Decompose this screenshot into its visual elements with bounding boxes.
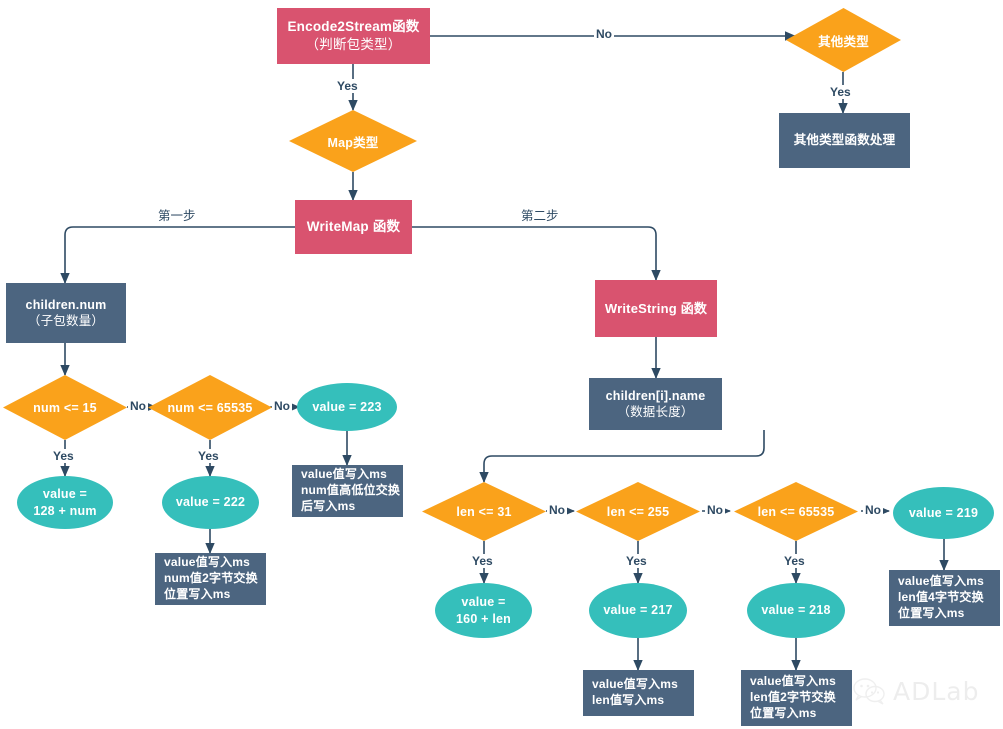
node-value-223-label: value = 223 xyxy=(312,399,382,414)
edge-label-step-one: 第一步 xyxy=(156,205,198,224)
node-num-le-15-label: num <= 15 xyxy=(33,400,97,415)
node-other-type-handler-label: 其他类型函数处理 xyxy=(793,133,896,148)
node-len-le-65535[interactable]: len <= 65535 xyxy=(734,482,858,541)
edge-label-no-len255: No xyxy=(705,503,725,517)
node-len-le-255[interactable]: len <= 255 xyxy=(576,482,700,541)
diamond-shape-icon xyxy=(289,110,417,172)
diamond-shape-icon xyxy=(3,375,127,440)
node-ms-len-2byte-line1: value值写入ms xyxy=(750,674,837,689)
edge-label-no-len65535: No xyxy=(863,503,883,517)
node-children-name[interactable]: children[i].name （数据长度） xyxy=(589,378,722,430)
node-encode2stream-line1: Encode2Stream函数 xyxy=(287,19,420,35)
node-writestring-label: WriteString 函数 xyxy=(604,300,708,316)
node-num-le-65535[interactable]: num <= 65535 xyxy=(148,375,272,440)
node-ms-num-hilo-line3: 后写入ms xyxy=(301,498,356,513)
node-value-218[interactable]: value = 218 xyxy=(747,583,845,638)
node-ms-num-hilo-line2: num值高低位交换 xyxy=(301,483,401,498)
node-writemap-label: WriteMap 函数 xyxy=(306,219,401,235)
node-children-num-line2: （子包数量） xyxy=(27,314,105,328)
edge-writemap-to-childrennum xyxy=(60,226,295,284)
node-ms-len-2byte-line3: 位置写入ms xyxy=(750,705,817,720)
node-ms-len-write[interactable]: value值写入ms len值写入ms xyxy=(583,670,694,716)
node-value-128-num-line2: 128 + num xyxy=(33,503,97,518)
edge-label-no-num65535: No xyxy=(272,399,292,413)
node-value-223[interactable]: value = 223 xyxy=(297,383,397,431)
edge-label-step-two: 第二步 xyxy=(519,205,561,224)
node-ms-num-hilo[interactable]: value值写入ms num值高低位交换 后写入ms xyxy=(292,465,403,517)
node-len-le-31-label: len <= 31 xyxy=(456,504,512,519)
node-len-le-31[interactable]: len <= 31 xyxy=(422,482,546,541)
node-children-name-line1: children[i].name xyxy=(605,388,706,403)
node-len-le-65535-label: len <= 65535 xyxy=(757,504,835,519)
diamond-shape-icon xyxy=(148,375,272,440)
node-value-217[interactable]: value = 217 xyxy=(589,583,687,638)
node-ms-num-2byte-line3: 位置写入ms xyxy=(164,586,231,601)
diamond-shape-icon xyxy=(422,482,546,541)
diamond-shape-icon xyxy=(576,482,700,541)
diamond-shape-icon xyxy=(786,8,901,72)
node-encode2stream-line2: （判断包类型） xyxy=(305,37,402,52)
node-ms-len-4byte-line2: len值4字节交换 xyxy=(898,590,984,605)
watermark: ADLab xyxy=(853,668,1003,714)
edge-label-no-top: No xyxy=(594,27,614,41)
node-ms-len-4byte-line1: value值写入ms xyxy=(898,574,985,589)
node-value-222[interactable]: value = 222 xyxy=(162,476,259,529)
node-ms-num-2byte[interactable]: value值写入ms num值2字节交换 位置写入ms xyxy=(155,553,266,605)
node-map-type[interactable]: Map类型 xyxy=(289,110,417,172)
edge-label-yes-num65535: Yes xyxy=(196,449,221,463)
node-ms-len-write-line2: len值写入ms xyxy=(592,693,665,707)
node-map-type-label: Map类型 xyxy=(327,135,379,150)
node-children-name-line2: （数据长度） xyxy=(617,405,694,419)
node-encode2stream[interactable]: Encode2Stream函数 （判断包类型） xyxy=(277,8,430,64)
diamond-shape-icon xyxy=(734,482,858,541)
node-ms-num-hilo-line1: value值写入ms xyxy=(301,467,388,482)
node-value-128-num[interactable]: value = 128 + num xyxy=(17,476,113,529)
node-ms-len-2byte-line2: len值2字节交换 xyxy=(750,690,836,705)
node-writestring[interactable]: WriteString 函数 xyxy=(595,280,717,337)
node-ms-num-2byte-line2: num值2字节交换 xyxy=(164,571,258,586)
node-other-type-label: 其他类型 xyxy=(818,34,869,49)
node-ms-len-4byte-line3: 位置写入ms xyxy=(898,605,965,620)
node-ms-num-2byte-line1: value值写入ms xyxy=(164,555,251,570)
watermark-text: ADLab xyxy=(893,676,980,706)
edge-label-yes-len65535: Yes xyxy=(782,554,807,568)
node-ms-len-2byte[interactable]: value值写入ms len值2字节交换 位置写入ms xyxy=(741,670,852,726)
node-writemap[interactable]: WriteMap 函数 xyxy=(295,200,412,254)
edge-label-yes-maptype: Yes xyxy=(335,79,360,93)
edge-childrenname-to-len31 xyxy=(479,430,765,483)
node-value-128-num-line1: value = xyxy=(42,487,88,501)
node-value-219-label: value = 219 xyxy=(908,505,979,520)
node-len-le-255-label: len <= 255 xyxy=(606,504,670,519)
node-ms-len-4byte[interactable]: value值写入ms len值4字节交换 位置写入ms xyxy=(889,570,1000,626)
node-value-222-label: value = 222 xyxy=(175,495,246,510)
edge-label-no-num15: No xyxy=(128,399,148,413)
node-value-219[interactable]: value = 219 xyxy=(893,487,994,539)
node-ms-len-write-line1: value值写入ms xyxy=(592,677,679,692)
node-value-217-label: value = 217 xyxy=(603,603,673,618)
node-other-type-handler[interactable]: 其他类型函数处理 xyxy=(779,113,910,168)
edge-label-yes-len31: Yes xyxy=(470,554,495,568)
node-children-num-line1: children.num xyxy=(25,297,107,312)
edge-label-yes-len255: Yes xyxy=(624,554,649,568)
node-value-160-len-line2: 160 + len xyxy=(456,611,511,626)
node-value-218-label: value = 218 xyxy=(761,603,831,618)
edge-label-yes-num15: Yes xyxy=(51,449,76,463)
edge-label-yes-othertype: Yes xyxy=(828,85,853,99)
node-num-le-65535-label: num <= 65535 xyxy=(167,400,253,415)
node-value-160-len[interactable]: value = 160 + len xyxy=(435,583,532,638)
node-num-le-15[interactable]: num <= 15 xyxy=(3,375,127,440)
node-other-type[interactable]: 其他类型 xyxy=(786,8,901,72)
edge-label-no-len31: No xyxy=(547,503,567,517)
wechat-icon xyxy=(853,678,885,705)
node-value-160-len-line1: value = xyxy=(461,595,506,609)
edge-writemap-to-writestring xyxy=(412,226,661,281)
node-children-num[interactable]: children.num （子包数量） xyxy=(6,283,126,343)
